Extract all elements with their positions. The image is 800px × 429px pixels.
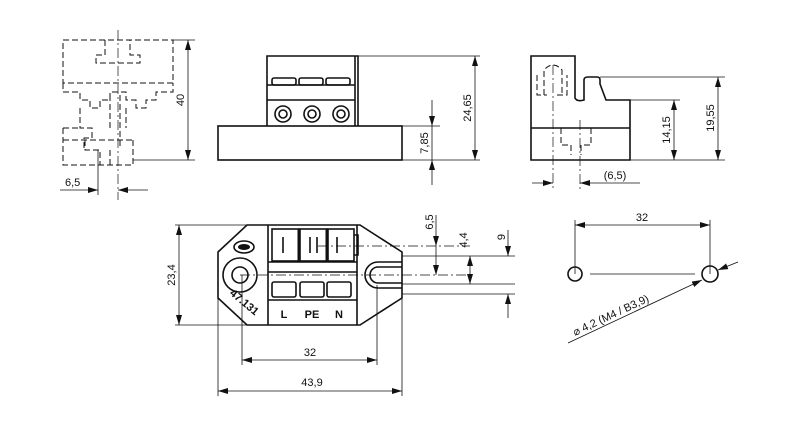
right-view: 14,15 19,55 (6,5) xyxy=(530,55,725,190)
certification-logo-icon xyxy=(233,240,255,254)
hole-callout: ⌀ 4,2 (M4 / B3,9) xyxy=(571,293,651,339)
dim-6-5-plan: 6,5 xyxy=(424,214,436,229)
dim-23-4: 23,4 xyxy=(166,264,178,285)
dim-4-4: 4,4 xyxy=(458,232,470,247)
terminal-screw-icons xyxy=(274,105,350,123)
terminal-label-pe: PE xyxy=(305,309,320,321)
mounting-hole xyxy=(222,257,258,293)
dim-14-15: 14,15 xyxy=(661,116,673,144)
dim-40: 40 xyxy=(175,94,187,106)
dim-32: 32 xyxy=(304,347,316,359)
front-view: 7,85 24,65 xyxy=(217,55,480,185)
dim-7-85: 7,85 xyxy=(419,132,431,153)
plan-view: L PE N 47.131 23,4 32 43,9 6,5 4,4 9 xyxy=(166,214,515,396)
dim-24-65: 24,65 xyxy=(462,94,474,122)
terminal-label-l: L xyxy=(281,309,288,321)
side-view: 40 6,5 xyxy=(60,30,195,200)
dim-32-holes: 32 xyxy=(636,212,648,224)
dim-19-55: 19,55 xyxy=(705,104,717,132)
terminal-label-n: N xyxy=(335,309,343,321)
dim-9: 9 xyxy=(496,234,508,240)
hole-pattern: 32 ⌀ 4,2 (M4 / B3,9) xyxy=(567,212,739,344)
dim-6-5-ref: (6,5) xyxy=(604,170,627,182)
dim-43-9: 43,9 xyxy=(301,377,322,389)
dim-6-5: 6,5 xyxy=(65,177,80,189)
